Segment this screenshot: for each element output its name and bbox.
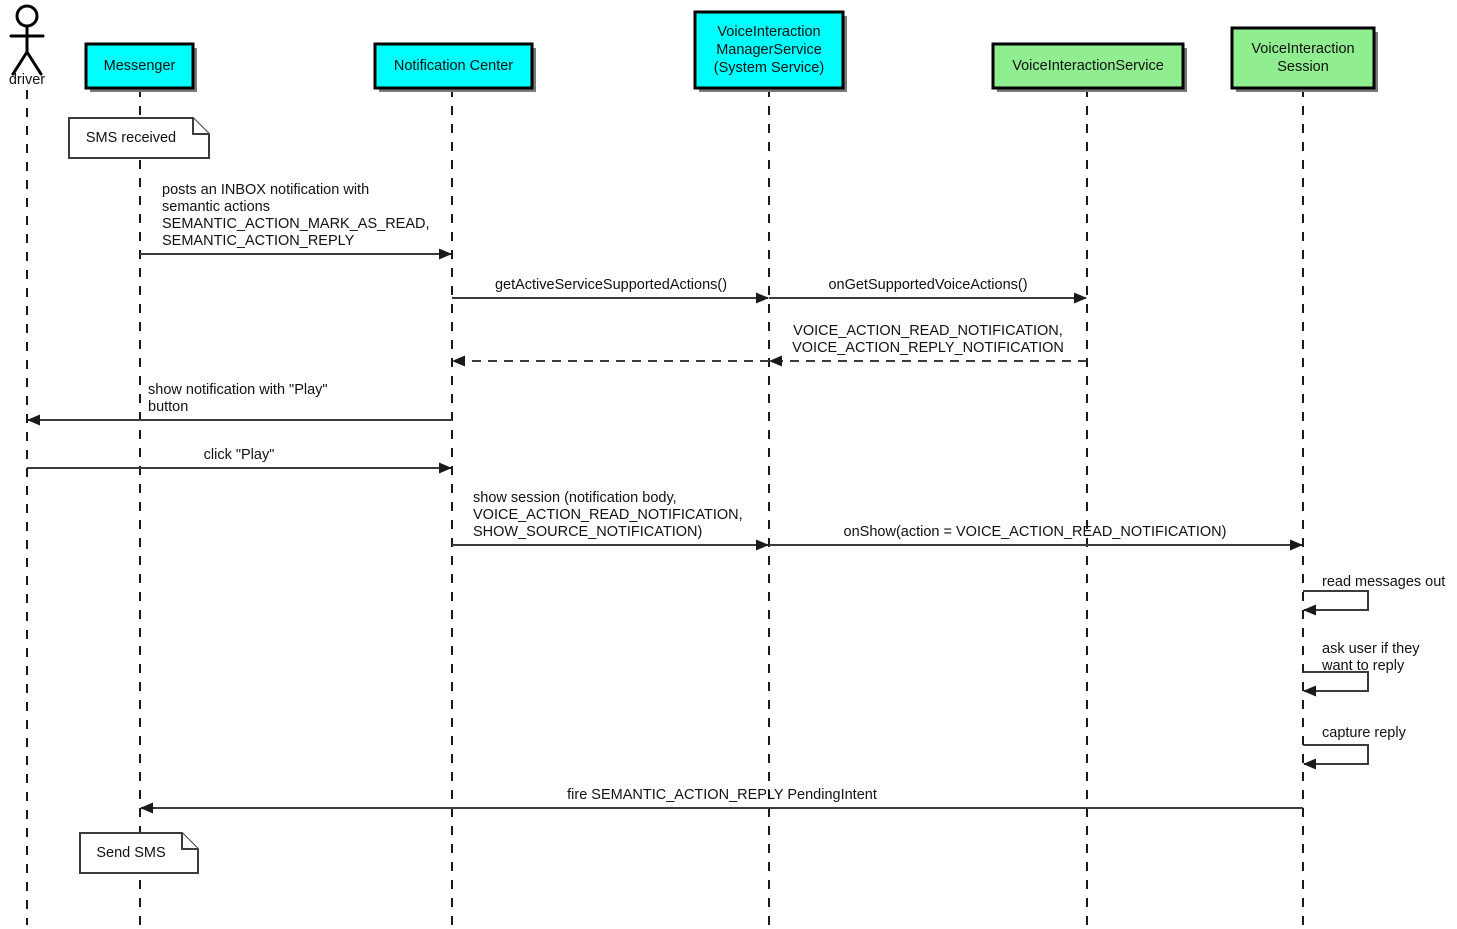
actor-head-icon <box>15 4 39 28</box>
note-fold-corner-icon <box>192 118 209 135</box>
participant-label: VoiceInteraction <box>717 24 820 40</box>
message-msg-show-session[interactable]: show session (notification body,VOICE_AC… <box>452 490 769 551</box>
message-msg-post-inbox-notification[interactable]: posts an INBOX notification withsemantic… <box>140 182 452 260</box>
participant-label: ManagerService <box>716 42 822 58</box>
message-label: onGetSupportedVoiceActions() <box>828 277 1027 293</box>
note-body-shape <box>79 832 199 874</box>
actor-label: driver <box>9 72 45 88</box>
participant-label: (System Service) <box>714 60 824 76</box>
message-msg-show-notification-with-play-button[interactable]: show notification with "Play"button <box>27 382 452 426</box>
message-msg-get-active-service-supported-actions[interactable]: getActiveServiceSupportedActions() <box>452 277 769 304</box>
participant-label: Notification Center <box>394 58 513 74</box>
message-label: VOICE_ACTION_READ_NOTIFICATION, <box>793 323 1063 339</box>
actor-body-icon <box>9 24 45 76</box>
message-label: click "Play" <box>204 447 275 463</box>
message-label: VOICE_ACTION_READ_NOTIFICATION, <box>473 507 743 523</box>
message-msg-fire-semantic-action-reply-pending-intent[interactable]: fire SEMANTIC_ACTION_REPLY PendingIntent <box>140 787 1303 814</box>
message-label: show session (notification body, <box>473 490 677 506</box>
participant-notification-center[interactable]: Notification Center <box>373 42 536 92</box>
participant-label: VoiceInteraction <box>1251 41 1354 57</box>
message-msg-on-get-supported-voice-actions[interactable]: onGetSupportedVoiceActions() <box>769 277 1087 304</box>
participant-label: Messenger <box>104 58 176 74</box>
lifelines-group <box>26 88 1304 925</box>
message-label: onShow(action = VOICE_ACTION_READ_NOTIFI… <box>844 524 1227 540</box>
note-note-sms-received: SMS received <box>68 117 210 159</box>
message-label: show notification with "Play" <box>148 382 328 398</box>
message-label: SEMANTIC_ACTION_REPLY <box>162 233 355 249</box>
self-message-label: ask user if they <box>1322 641 1420 657</box>
participant-label: Session <box>1277 59 1329 75</box>
note-label: SMS received <box>86 130 176 146</box>
participant-box[interactable] <box>693 10 845 90</box>
self-message-arrow <box>1303 744 1369 770</box>
self-message-label: read messages out <box>1322 574 1445 590</box>
message-label: fire SEMANTIC_ACTION_REPLY PendingIntent <box>567 787 877 803</box>
message-label: getActiveServiceSupportedActions() <box>495 277 727 293</box>
note-label: Send SMS <box>96 845 165 861</box>
message-label: semantic actions <box>162 199 270 215</box>
participant-box[interactable] <box>373 42 534 90</box>
message-label: posts an INBOX notification with <box>162 182 369 198</box>
self-message-label: want to reply <box>1321 658 1405 674</box>
participants-group: Messenger Notification Center VoiceInterac… <box>84 10 1378 92</box>
participant-box[interactable] <box>991 42 1185 90</box>
message-label: button <box>148 399 188 415</box>
message-msg-return-voice-actions-to-vims[interactable]: VOICE_ACTION_READ_NOTIFICATION,VOICE_ACT… <box>769 323 1087 367</box>
self-message-self-capture-reply[interactable]: capture reply <box>1303 725 1407 770</box>
self-message-arrow <box>1303 590 1369 616</box>
self-message-self-read-messages-out[interactable]: read messages out <box>1303 574 1445 616</box>
note-fold-corner-icon <box>181 833 198 850</box>
message-label: SEMANTIC_ACTION_MARK_AS_READ, <box>162 216 430 232</box>
participant-box[interactable] <box>1230 26 1376 90</box>
actor-group: driver <box>9 4 45 88</box>
self-message-arrow <box>1303 671 1369 697</box>
note-note-send-sms: Send SMS <box>79 832 199 874</box>
note-body-shape <box>68 117 210 159</box>
message-msg-on-show[interactable]: onShow(action = VOICE_ACTION_READ_NOTIFI… <box>769 524 1303 551</box>
participant-messenger[interactable]: Messenger <box>84 42 197 92</box>
participant-box[interactable] <box>84 42 195 90</box>
message-label: VOICE_ACTION_REPLY_NOTIFICATION <box>792 340 1064 356</box>
messages-group: posts an INBOX notification withsemantic… <box>27 182 1303 814</box>
self-message-label: capture reply <box>1322 725 1407 741</box>
participant-label: VoiceInteractionService <box>1012 58 1164 74</box>
message-msg-click-play[interactable]: click "Play" <box>27 447 452 474</box>
message-label: SHOW_SOURCE_NOTIFICATION) <box>473 524 702 540</box>
participant-voice-interaction-service[interactable]: VoiceInteractionService <box>991 42 1187 92</box>
